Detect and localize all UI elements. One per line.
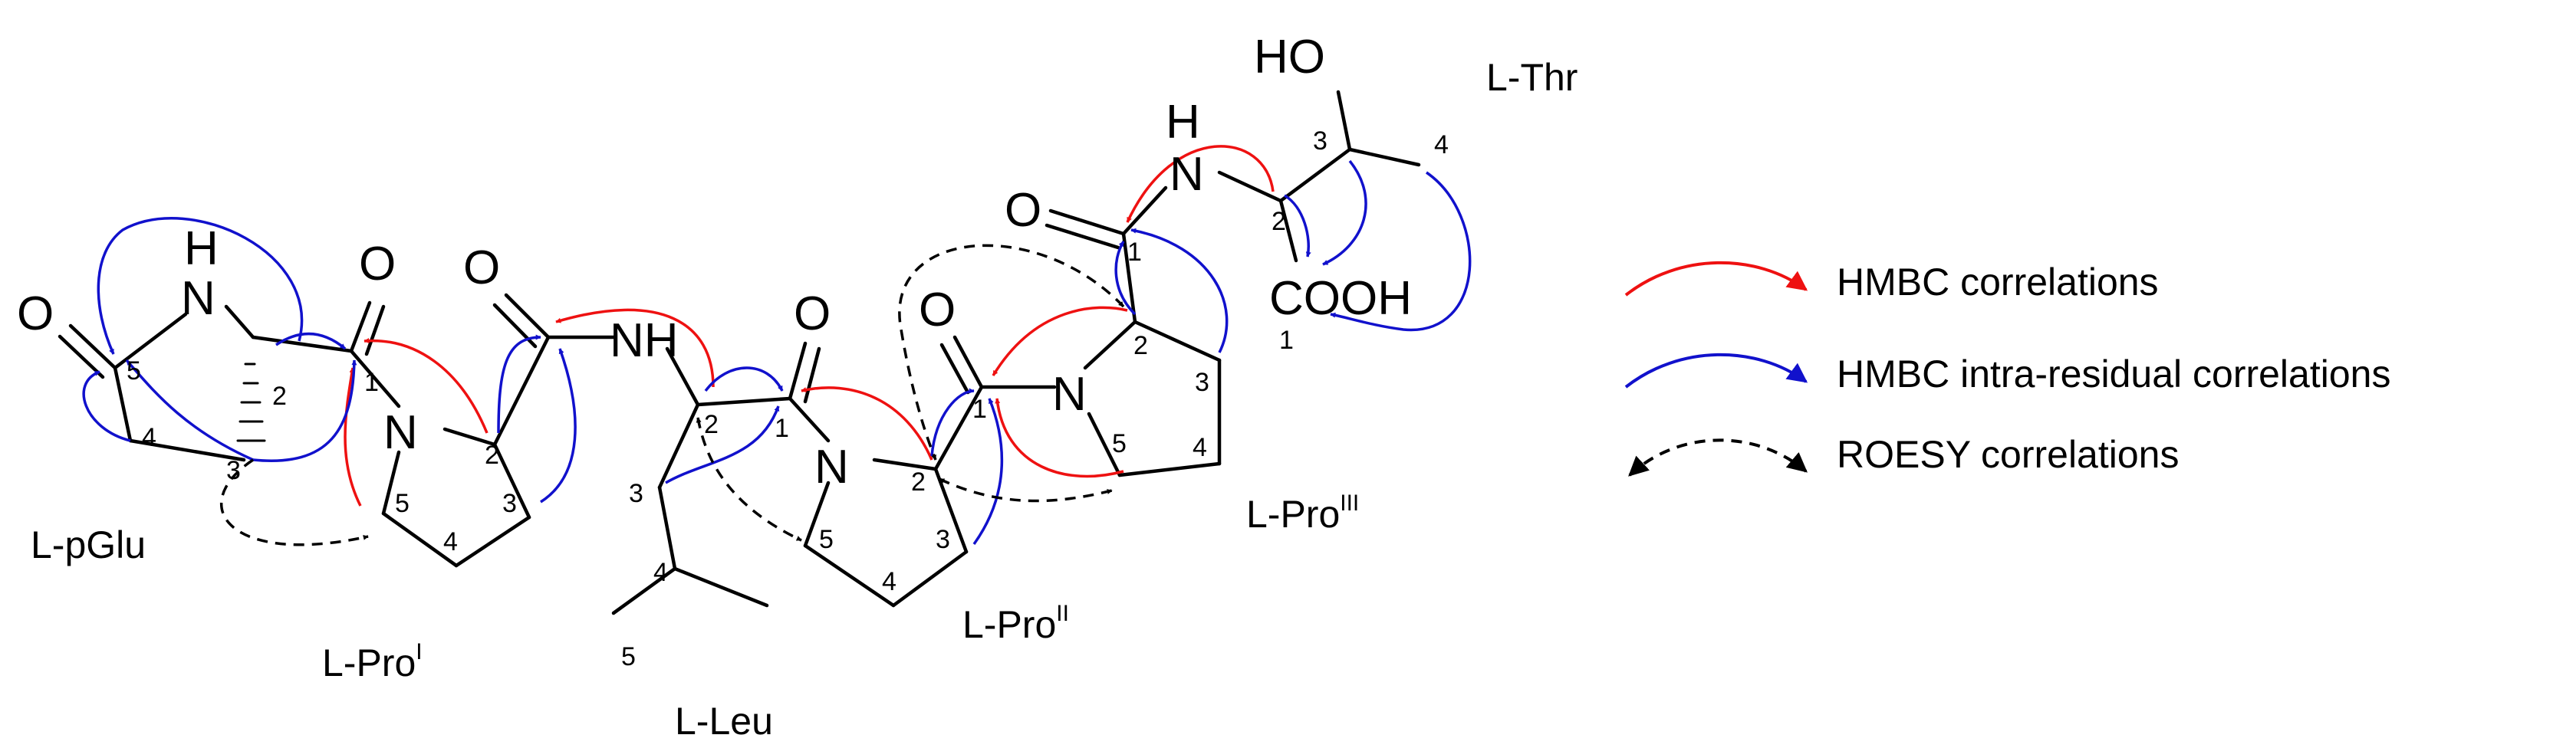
residue-pro2: L-ProII [962, 601, 1069, 646]
atom-o-pro1: O [359, 238, 396, 290]
num-pro2-5: 5 [819, 525, 834, 554]
num-pglu-3: 3 [226, 456, 241, 485]
roesy-arrows [219, 244, 1125, 546]
atom-h-thr: H [1166, 96, 1200, 149]
atom-ho-thr: HO [1254, 31, 1325, 84]
residue-pglu: L-pGlu [31, 523, 146, 566]
num-pglu-2: 2 [272, 382, 287, 411]
num-pglu-4: 4 [142, 423, 156, 452]
legend-intra-label: HMBC intra-residual correlations [1837, 353, 2390, 395]
atom-n-pro3: N [1052, 368, 1087, 421]
num-pro1-3: 3 [502, 489, 517, 518]
num-pro3-2: 2 [1133, 331, 1148, 360]
num-pro3-4: 4 [1193, 433, 1207, 462]
num-leu-5: 5 [621, 642, 636, 671]
num-thr-3: 3 [1313, 126, 1327, 156]
residue-pro1: L-ProI [322, 639, 423, 684]
num-leu-2: 2 [704, 410, 719, 439]
legend-intra-arrow [1624, 353, 1808, 389]
atom-o-pro2: O [919, 284, 956, 336]
num-pro2-3: 3 [936, 525, 950, 554]
num-thr-1: 1 [1279, 326, 1294, 355]
num-pro2-4: 4 [882, 567, 897, 596]
num-pglu-5: 5 [127, 356, 141, 385]
atom-n-pglu: N [181, 272, 215, 325]
atom-n-pro1: N [383, 406, 418, 459]
num-pro1-2: 2 [485, 441, 499, 470]
atom-labels: O N H O N O NH O N O N O H N HO COOH [17, 31, 1412, 494]
residue-thr: L-Thr [1486, 56, 1578, 99]
residue-leu: L-Leu [675, 700, 773, 743]
atom-nh-leu: NH [610, 314, 679, 367]
num-pro1-4: 4 [443, 527, 458, 556]
atom-cooh-thr: COOH [1269, 272, 1412, 325]
atom-h-pglu: H [184, 222, 219, 275]
atom-n-thr: N [1170, 148, 1204, 201]
legend: HMBC correlations HMBC intra-residual co… [1624, 261, 2390, 477]
hmbc-arrows [344, 145, 1275, 507]
hashed-bond [236, 363, 266, 442]
residue-labels: L-pGlu L-ProI L-Leu L-ProII L-ProIII L-T… [31, 56, 1578, 743]
num-leu-4: 4 [653, 558, 668, 587]
legend-roesy-label: ROESY correlations [1837, 433, 2179, 476]
legend-roesy-arrow [1628, 438, 1808, 477]
num-pro2-1: 1 [972, 395, 987, 424]
atom-n-pro2: N [814, 441, 849, 494]
atom-o-leu: O [794, 287, 831, 340]
legend-hmbc-arrow [1624, 261, 1808, 297]
molecule-bonds [58, 90, 1421, 615]
num-pro3-3: 3 [1195, 368, 1209, 397]
num-pro1-5: 5 [395, 489, 410, 518]
num-pro2-2: 2 [911, 468, 926, 497]
num-pro3-5: 5 [1112, 429, 1127, 458]
residue-pro3: L-ProIII [1246, 490, 1359, 536]
atom-o-pglu: O [17, 287, 54, 340]
num-thr-2: 2 [1272, 207, 1286, 236]
num-pro3-1: 1 [1127, 238, 1142, 267]
atom-o-pro3: O [1005, 184, 1041, 237]
num-pro1-1: 1 [364, 368, 379, 397]
num-leu-1: 1 [775, 414, 789, 443]
atom-o-pro1co: O [463, 241, 500, 294]
hmbc-intra-arrows [82, 159, 1472, 546]
num-leu-3: 3 [629, 479, 643, 508]
legend-hmbc-label: HMBC correlations [1837, 261, 2159, 303]
locant-numbers: 5 2 4 3 1 2 3 4 5 1 2 3 4 5 1 2 3 4 5 1 … [127, 126, 1449, 671]
num-thr-4: 4 [1434, 130, 1449, 159]
